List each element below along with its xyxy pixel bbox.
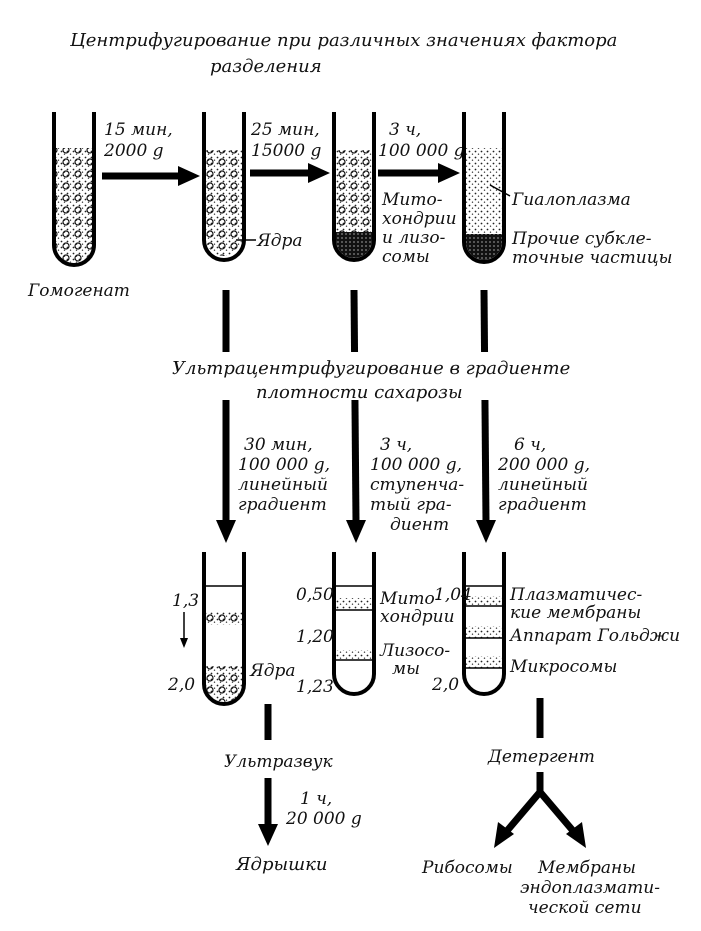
arrow-down-1-head <box>216 520 236 543</box>
density-arrow-head <box>180 638 188 648</box>
step3-force: 100 000 g <box>378 141 465 161</box>
arrow-step2-head <box>308 163 330 183</box>
step2-force: 15000 g <box>251 141 321 161</box>
ultrasound-label: Ультразвук <box>224 752 334 772</box>
step2-time: 25 мин, <box>250 120 320 140</box>
mito-label-2: хондрии <box>382 209 457 229</box>
cond1-line3: линейный <box>238 475 328 495</box>
title-line-2: разделения <box>210 56 322 77</box>
cond2-line5: диент <box>390 515 449 535</box>
tube-homogenate <box>52 110 96 267</box>
cond2-line4: тый гра- <box>370 495 452 515</box>
tube-3 <box>332 112 376 262</box>
mito-band-2: хондрии <box>380 607 455 627</box>
other-particles-2: точные частицы <box>512 248 672 268</box>
last-step-time: 1 ч, <box>300 789 332 809</box>
ribosomes-label: Рибосомы <box>421 858 513 878</box>
nuclei-label: Ядра <box>256 231 303 251</box>
gradient-tube-3 <box>462 552 506 696</box>
nuclei-band-label: Ядра <box>249 661 296 681</box>
step1-time: 15 мин, <box>104 120 173 140</box>
mito-band-1: Мито- <box>379 589 441 609</box>
hyaloplasm-label: Гиалоплазма <box>511 190 631 210</box>
cond1-line2: 100 000 g, <box>238 455 330 475</box>
last-step-force: 20 000 g <box>285 809 362 829</box>
density-1-23: 1,23 <box>296 677 334 697</box>
density-2-0b: 2,0 <box>431 675 459 695</box>
arrow-step1-head <box>178 166 200 186</box>
other-particles-1: Прочие субкле- <box>511 229 652 249</box>
plasma-membranes-2: кие мембраны <box>510 603 641 623</box>
golgi-label: Аппарат Гольджи <box>509 626 680 646</box>
cond2-line1: 3 ч, <box>380 435 412 455</box>
arrow-down-2 <box>350 289 360 523</box>
arrow-branch-left-head <box>494 822 514 848</box>
density-0-50: 0,50 <box>296 585 334 605</box>
gradient-tube-2 <box>332 552 376 696</box>
ultra-label-1: Ультрацентрифугирование в градиенте <box>172 358 570 379</box>
ultra-label-2: плотности сахарозы <box>256 382 463 403</box>
detergent-label: Детергент <box>487 747 595 767</box>
cond3-line2: 200 000 g, <box>497 455 590 475</box>
density-1-3: 1,3 <box>172 591 199 611</box>
lyso-band-2: мы <box>392 659 420 679</box>
step1-force: 2000 g <box>103 141 164 161</box>
title-line-1: Центрифугирование при различных значения… <box>69 30 617 51</box>
mito-label-3: и лизо- <box>382 228 446 248</box>
arrow-branch-right <box>537 789 577 835</box>
hyalo-pointer <box>489 184 511 197</box>
plasma-membranes-1: Плазматичес- <box>509 585 643 605</box>
density-2-0: 2,0 <box>167 675 195 695</box>
er-label-3: ческой сети <box>528 898 642 918</box>
step3-time: 3 ч, <box>389 120 421 140</box>
cond3-line1: 6 ч, <box>514 435 546 455</box>
cond1-line1: 30 мин, <box>244 435 313 455</box>
mito-label-1: Мито- <box>381 190 443 210</box>
cond3-line3: линейный <box>498 475 588 495</box>
gradient-tube-1 <box>202 552 246 706</box>
cond3-line4: градиент <box>498 495 587 515</box>
cond-2: 3 ч, 100 000 g, ступенча- тый гра- диент <box>370 435 464 535</box>
cond2-line3: ступенча- <box>370 475 464 495</box>
density-1-20: 1,20 <box>296 627 334 647</box>
cond2-line2: 100 000 g, <box>370 455 462 475</box>
er-label-2: эндоплазмати- <box>520 878 660 898</box>
er-label-1: Мембраны <box>537 858 636 878</box>
arrow-down-3 <box>480 289 490 523</box>
tube-2 <box>202 112 246 262</box>
cond-3: 6 ч, 200 000 g, линейный градиент <box>497 435 590 515</box>
homogenate-label: Гомогенат <box>27 281 130 301</box>
cond-1: 30 мин, 100 000 g, линейный градиент <box>238 435 330 515</box>
ultra-label-bg <box>168 352 578 400</box>
arrow-down-3-head <box>476 520 496 543</box>
cond1-line4: градиент <box>238 495 327 515</box>
microsomes-label: Микросомы <box>509 657 617 677</box>
arrow-ultrasound-head <box>258 824 278 846</box>
lyso-band-1: Лизосо- <box>379 641 450 661</box>
tube-4 <box>462 112 506 264</box>
nucleoli-label: Ядрышки <box>235 854 328 875</box>
mito-label-4: сомы <box>382 247 430 267</box>
arrow-branch-right-head <box>566 822 586 848</box>
arrow-step3-head <box>438 163 460 183</box>
arrow-branch-left <box>503 789 543 835</box>
arrow-down-2-head <box>346 520 366 543</box>
density-1-04: 1,04 <box>434 585 472 605</box>
